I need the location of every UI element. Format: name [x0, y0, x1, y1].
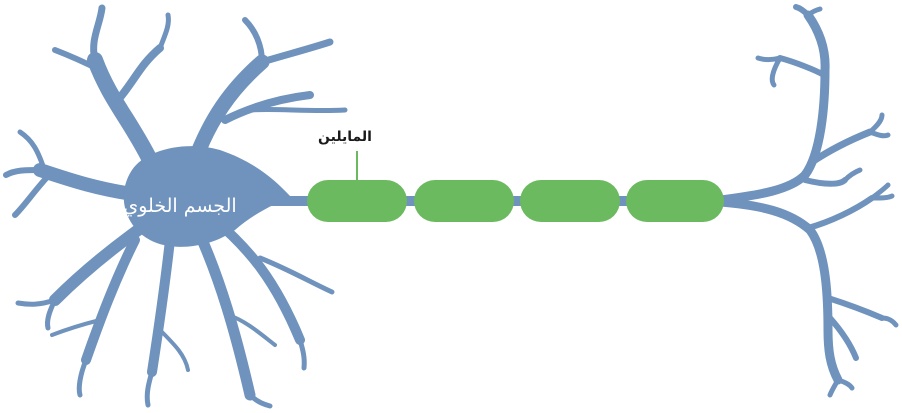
myelin-label: المايلين [318, 129, 372, 145]
myelin-segment [307, 180, 407, 222]
myelin-segment [414, 180, 514, 222]
cell-body [123, 146, 290, 247]
soma-label: الجسم الخلوي [123, 195, 236, 217]
axon-terminals [715, 4, 899, 398]
myelin-segment [626, 180, 724, 222]
myelin-segment [520, 180, 620, 222]
myelin-sheath [307, 180, 724, 222]
